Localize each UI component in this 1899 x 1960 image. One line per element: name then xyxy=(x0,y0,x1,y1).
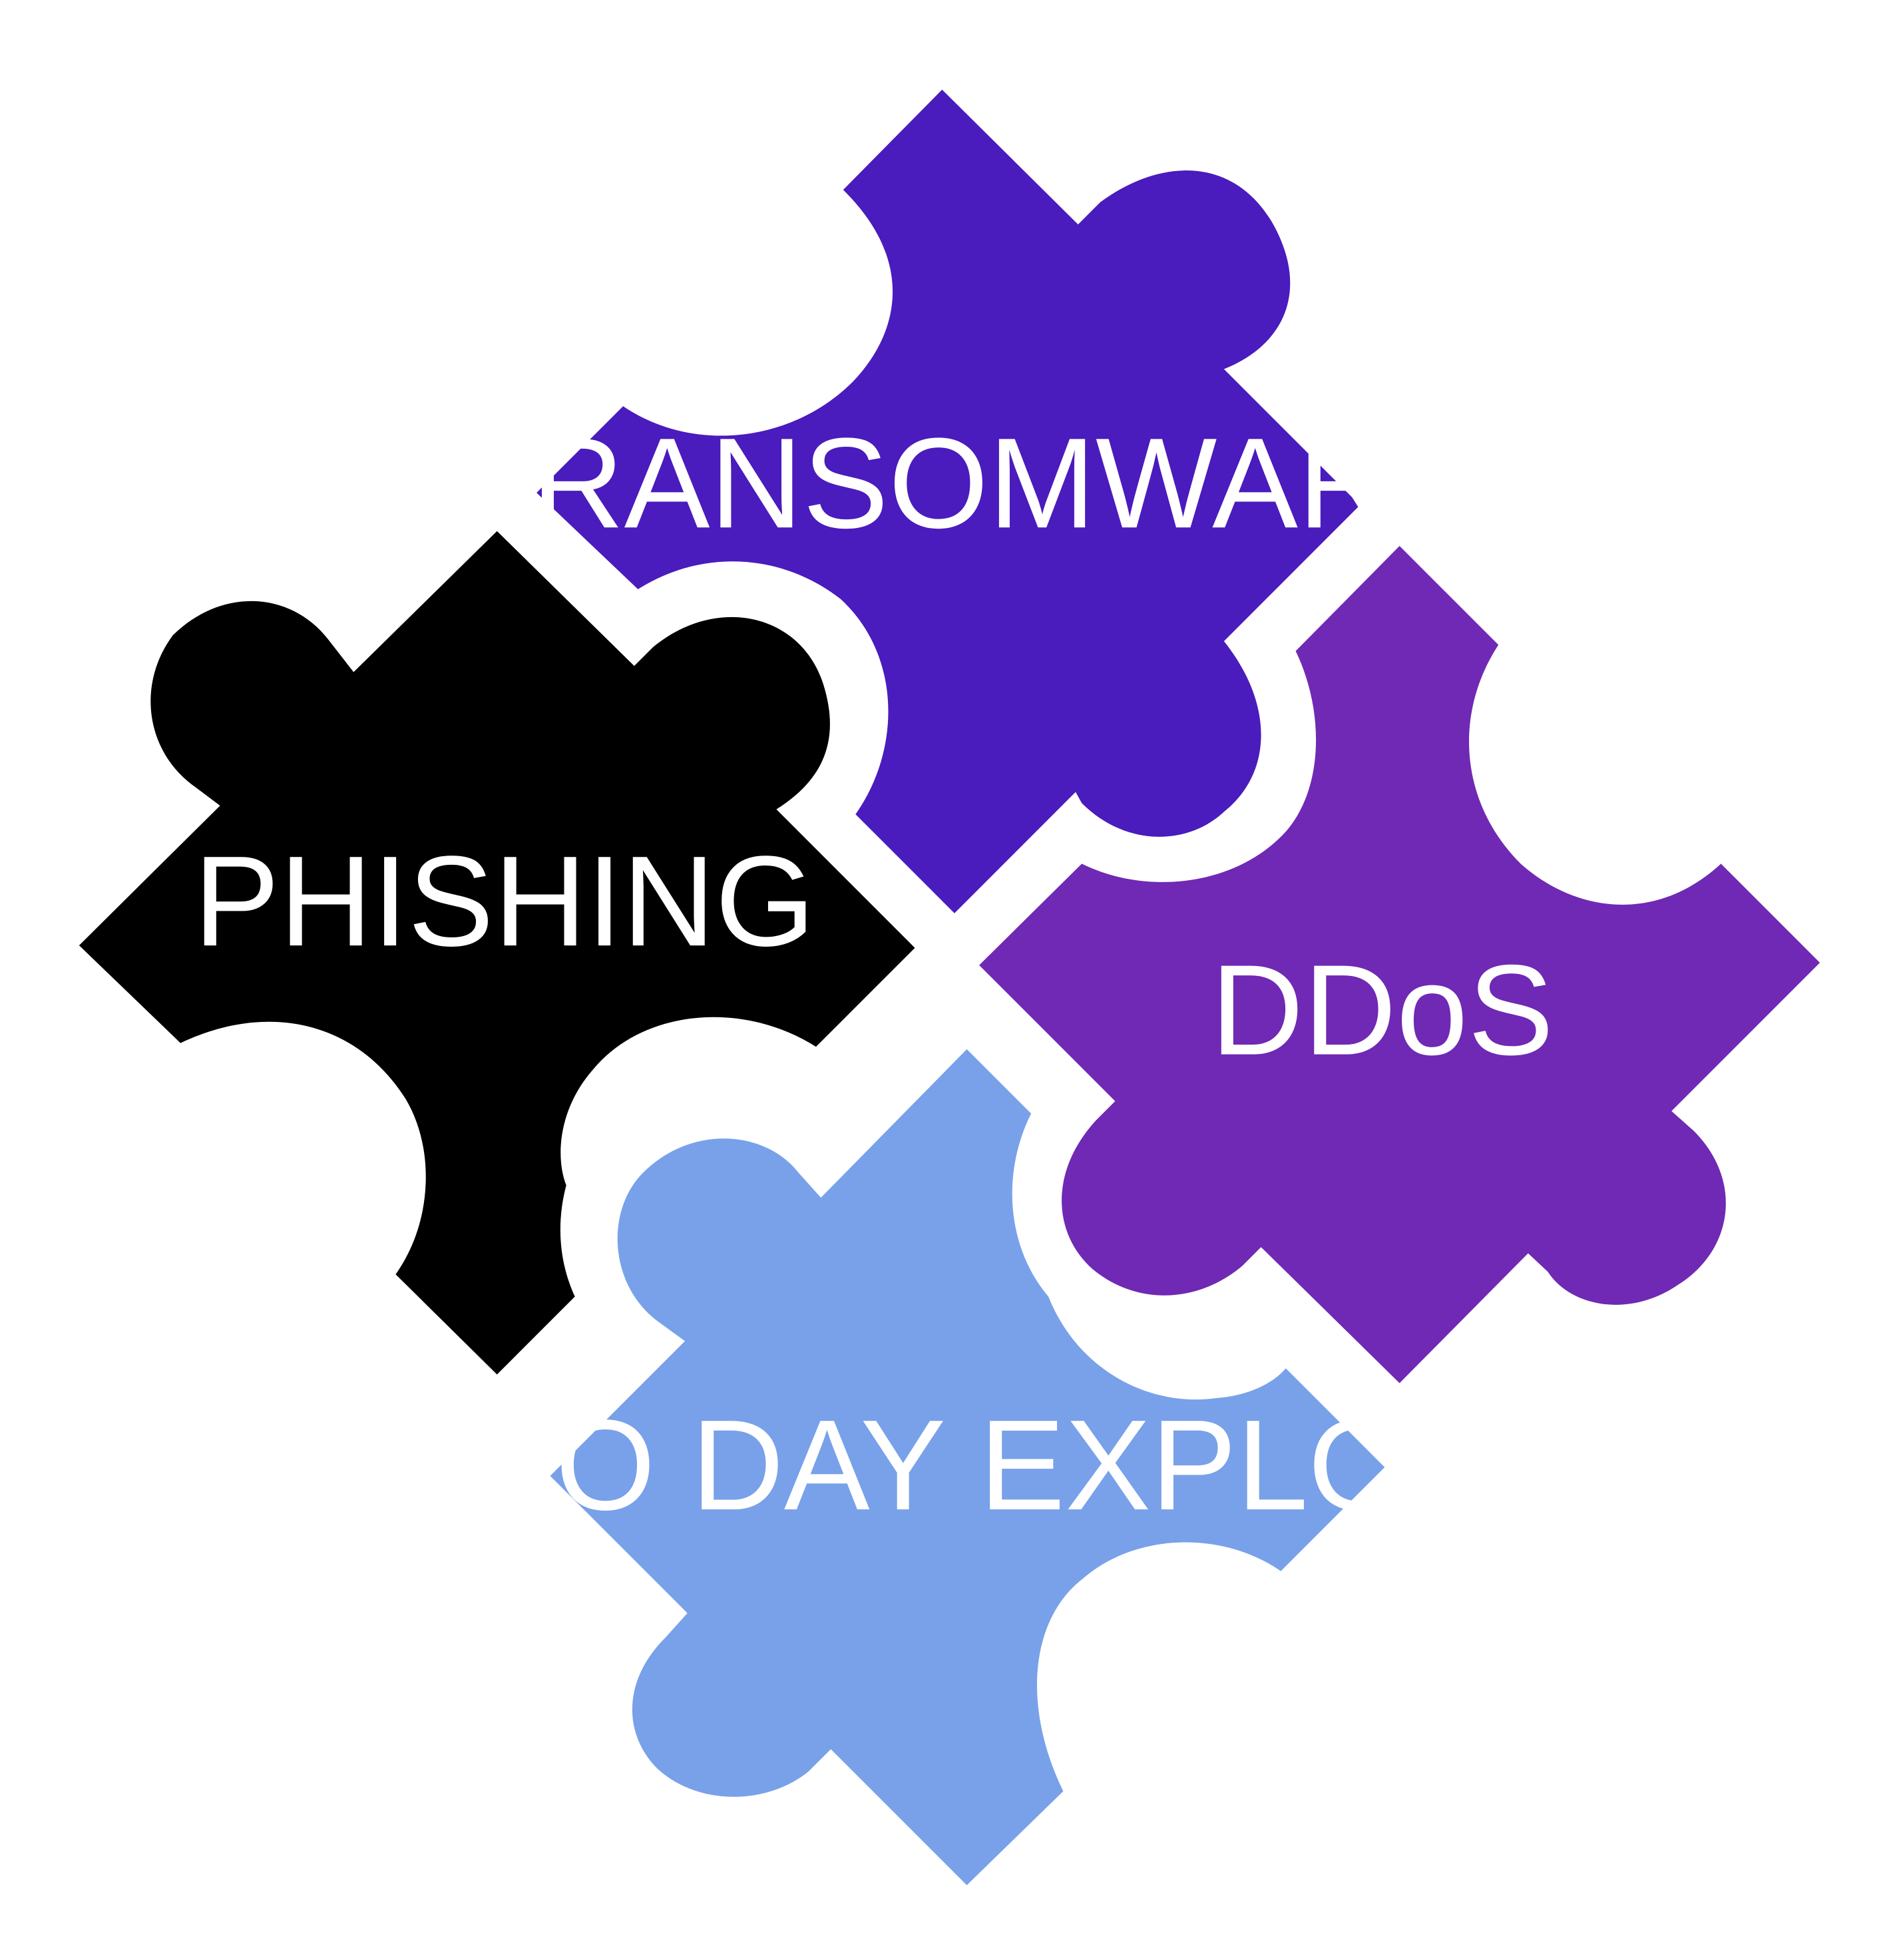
label-ransomware: RANSOMWARE xyxy=(531,411,1476,555)
puzzle-shape-zero-day xyxy=(550,1049,1385,1885)
puzzle-shape-ransomware xyxy=(536,89,1361,913)
puzzle-piece-phishing: PHISHING xyxy=(79,531,915,1375)
puzzle-piece-ransomware: RANSOMWARE xyxy=(531,89,1476,913)
puzzle-piece-ddos: DDoS xyxy=(979,546,1820,1383)
puzzle-shape-ddos xyxy=(979,546,1820,1383)
puzzle-piece-zero-day: ZERO DAY EXPLOITS xyxy=(298,1049,1608,1885)
label-ddos: DDoS xyxy=(1211,938,1554,1082)
label-phishing: PHISHING xyxy=(194,829,815,973)
label-zero-day: ZERO DAY EXPLOITS xyxy=(298,1393,1608,1537)
puzzle-shape-phishing xyxy=(79,531,915,1375)
